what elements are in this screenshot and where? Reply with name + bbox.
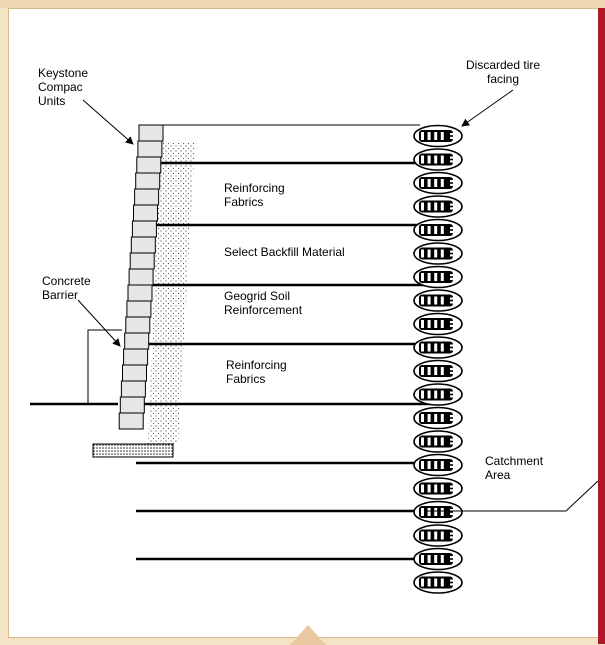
discarded-tire <box>413 571 463 594</box>
keystone-block <box>118 412 144 430</box>
discarded-tire <box>413 430 463 453</box>
keystone-block <box>124 332 150 350</box>
discarded-tire <box>413 312 463 336</box>
keystone-block <box>123 348 149 366</box>
discarded-tire <box>413 171 463 195</box>
keystone-block <box>138 124 164 142</box>
keystone-leader-arrow <box>82 99 134 145</box>
backfill-stipple <box>148 142 195 444</box>
discarded-tire <box>413 289 463 312</box>
top-strip <box>0 0 605 8</box>
backfill-stipple-zone <box>148 142 195 444</box>
discarded-tire <box>413 500 463 524</box>
discarded-tire <box>413 477 463 500</box>
discarded-tire <box>413 336 463 359</box>
discarded-tire <box>413 524 463 547</box>
discarded-tire <box>413 218 463 242</box>
keystone-block <box>130 236 156 254</box>
label-keystone-compac-units: Keystone Compac Units <box>38 66 89 108</box>
concrete-barrier-outline <box>87 329 122 404</box>
discarded-tire <box>413 359 463 383</box>
label-geogrid-soil-reinforcement: Geogrid Soil Reinforcement <box>224 289 303 317</box>
tire-facing-column <box>413 124 463 594</box>
reinforcement-layers <box>120 161 430 561</box>
keystone-block <box>136 156 162 174</box>
discarded-tire <box>413 148 463 171</box>
right-accent-bar <box>598 8 605 644</box>
discarded-tire <box>413 195 463 218</box>
label-discarded-tire-facing: Discarded tire facing <box>466 58 541 86</box>
keystone-block <box>133 204 158 222</box>
keystone-block <box>126 300 152 318</box>
label-reinforcing-fabrics-upper: Reinforcing Fabrics <box>224 181 285 209</box>
label-concrete-barrier: Concrete Barrier <box>42 274 91 302</box>
discarded-tire <box>413 453 463 477</box>
keystone-block <box>127 284 153 302</box>
keystone-block <box>120 380 146 398</box>
discarded-tire <box>413 383 463 406</box>
diagram-frame <box>8 8 600 638</box>
keystone-block <box>137 140 163 158</box>
bottom-arrow-tab <box>290 625 326 645</box>
keystone-block-column <box>92 124 174 458</box>
discarded-tire <box>413 242 463 265</box>
keystone-block <box>122 364 147 382</box>
structure-lines <box>30 89 599 512</box>
keystone-block <box>125 316 151 334</box>
discarded-tire <box>413 265 463 289</box>
keystone-block <box>135 172 161 190</box>
discarded-tire <box>413 406 463 430</box>
label-catchment-area: Catchment Area <box>485 454 544 482</box>
keystone-block <box>134 188 160 206</box>
catchment-leader-line <box>425 480 599 512</box>
keystone-block <box>128 268 154 286</box>
barrier-leader-arrow <box>77 299 121 347</box>
keystone-block <box>119 396 145 414</box>
keystone-block <box>129 252 155 270</box>
tire-leader-arrow <box>461 89 514 127</box>
discarded-tire <box>413 124 463 148</box>
label-select-backfill-material: Select Backfill Material <box>224 245 345 259</box>
label-reinforcing-fabrics-lower: Reinforcing Fabrics <box>226 358 287 386</box>
keystone-block <box>131 220 157 238</box>
leveling-pad <box>92 443 174 458</box>
discarded-tire <box>413 547 463 571</box>
